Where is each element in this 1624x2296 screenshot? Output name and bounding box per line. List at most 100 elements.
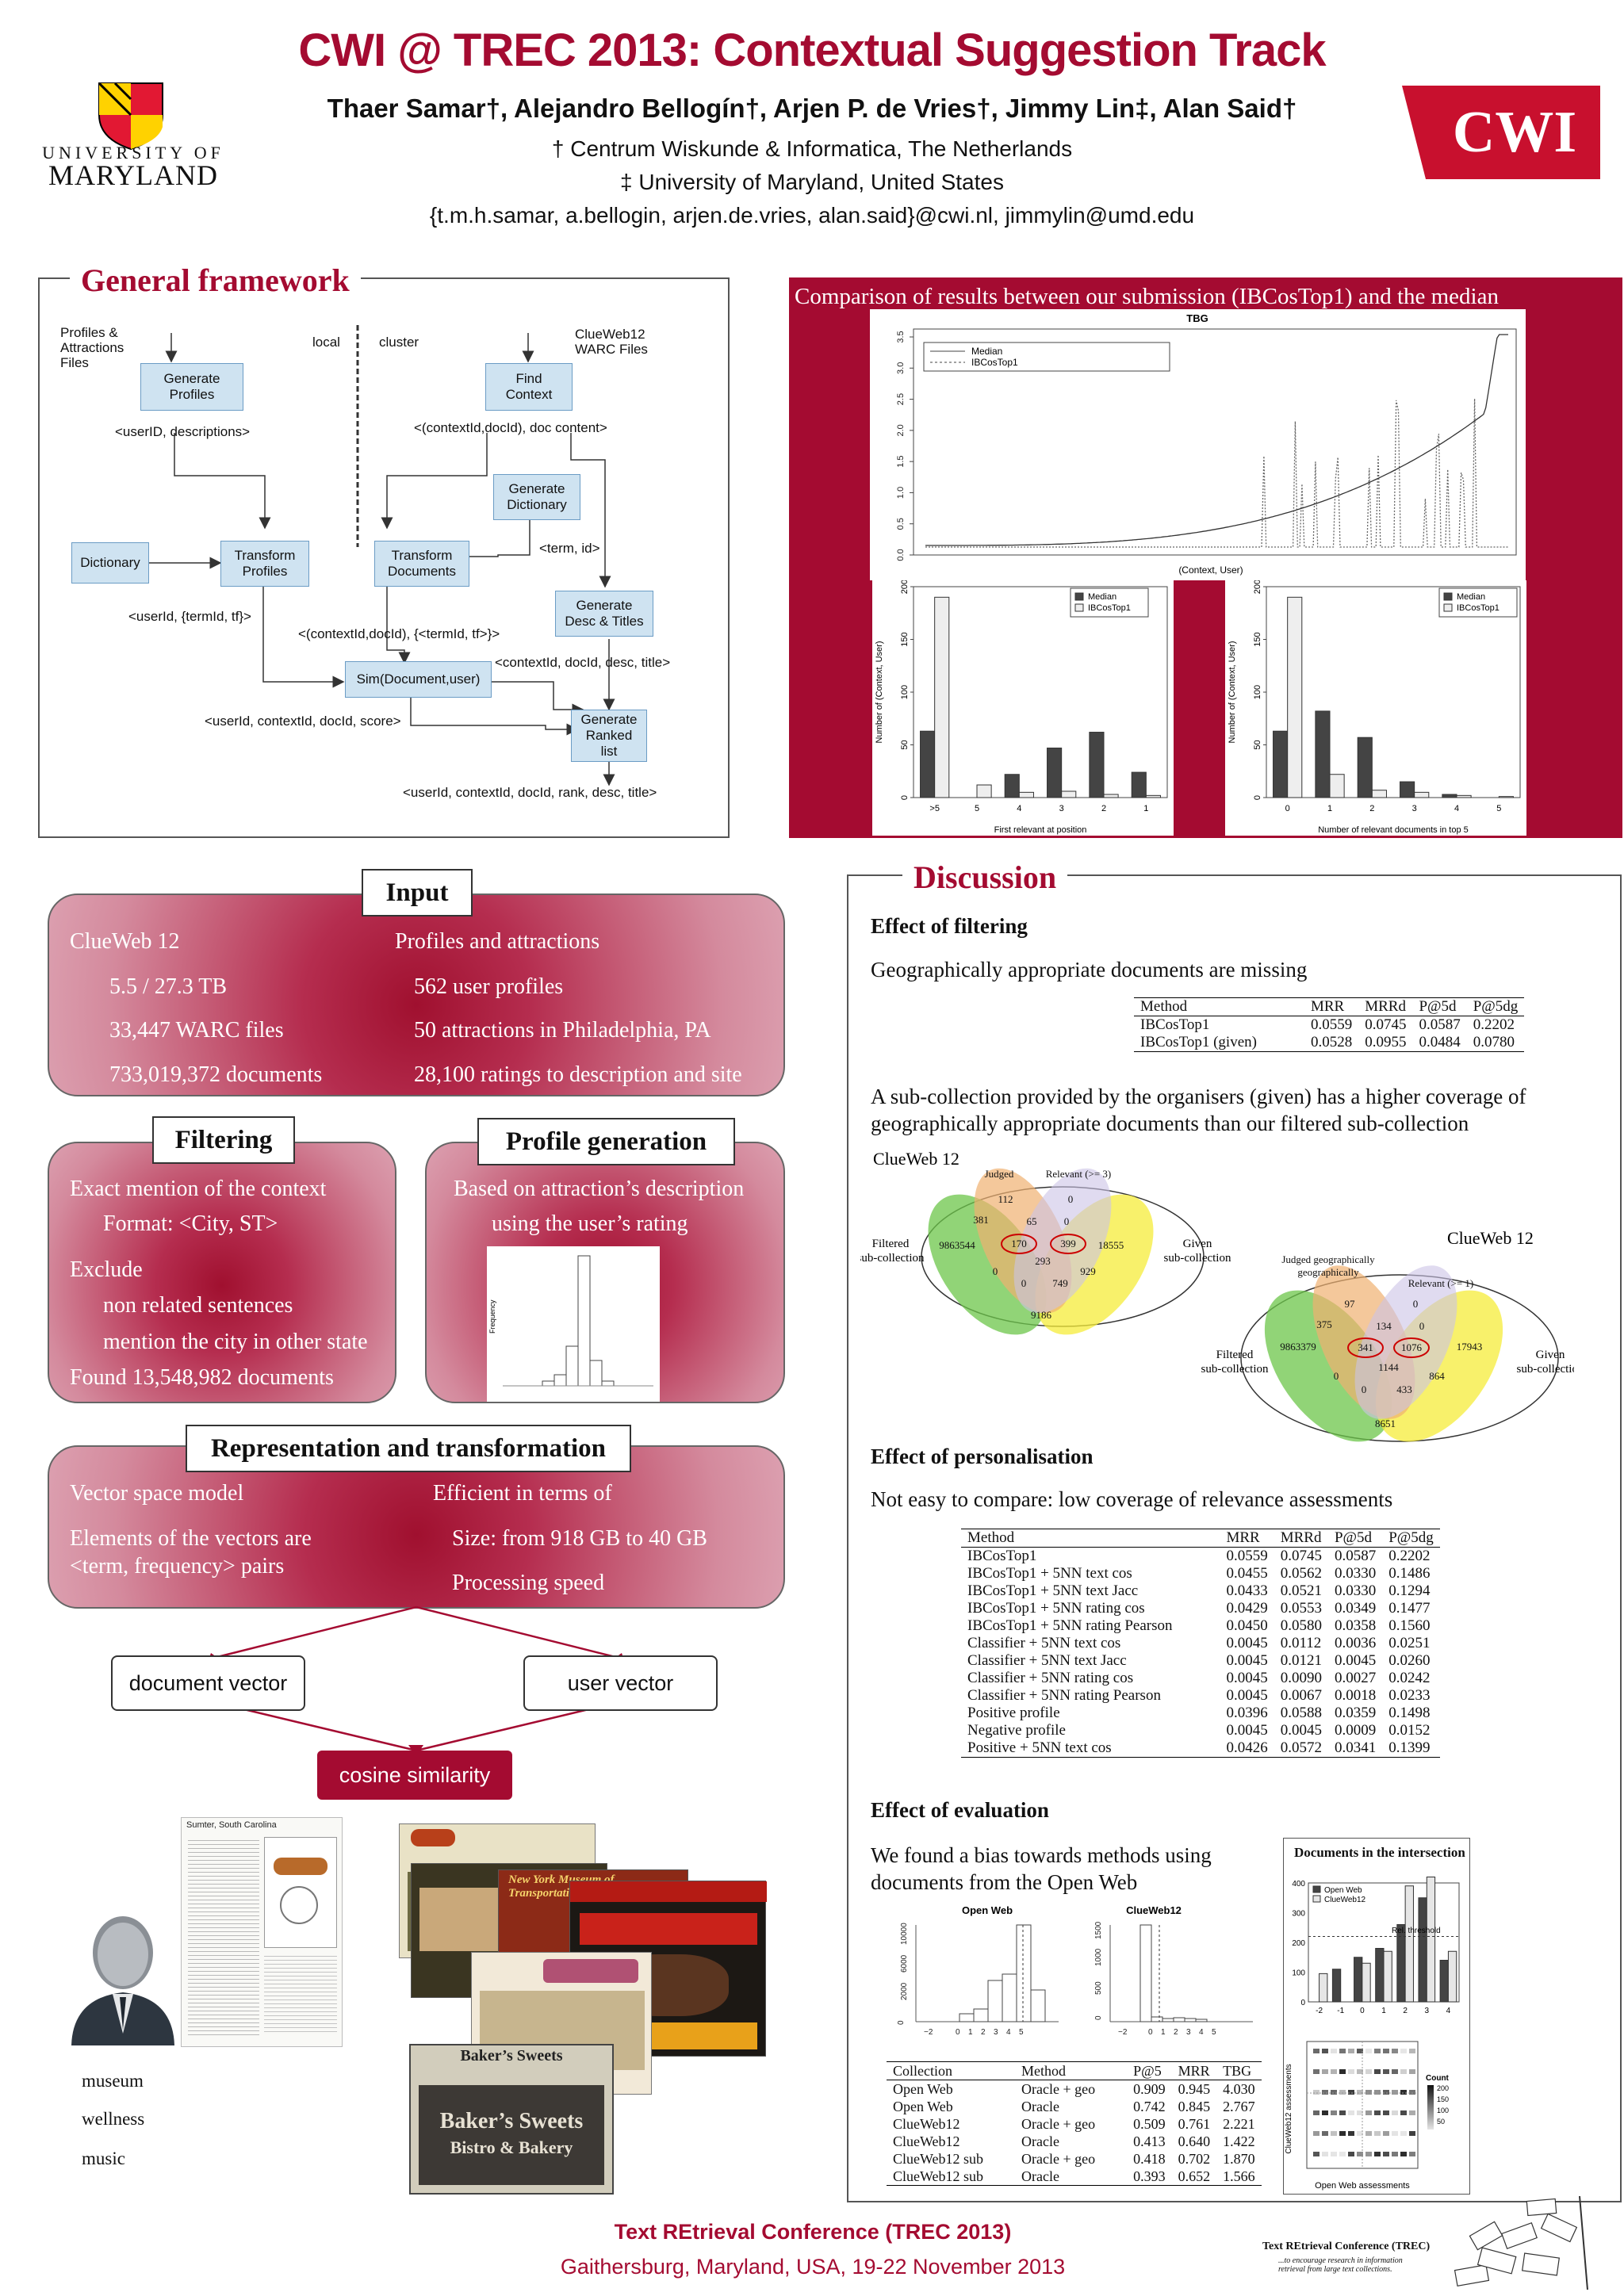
framework-panel [38, 277, 730, 838]
venn1-v1: 0 [1068, 1193, 1074, 1205]
table-cell: 0.0260 [1388, 1652, 1431, 1669]
xtick-label: 2 [1101, 804, 1106, 813]
t3-h-method: Method [1021, 2063, 1067, 2079]
venn2-v11: 864 [1429, 1370, 1445, 1382]
xtick-label: -1 [1337, 2007, 1344, 2015]
profile-generation-title: Profile generation [477, 1118, 735, 1165]
generate-desc-box: Generate Desc & Titles [555, 591, 653, 637]
xtick-label: 5 [975, 804, 979, 813]
ytick-label: 0 [900, 795, 910, 800]
t1-r1-p5d: 0.0484 [1419, 1034, 1461, 1050]
sim-box: Sim(Document,user) [345, 661, 492, 698]
filtering-line-0: Exact mention of the context [70, 1177, 327, 1201]
intersection-title: Documents in the intersection [1294, 1845, 1465, 1861]
x-axis-label: First relevant at position [994, 825, 1087, 835]
userid-score-label: <userId, contextId, docId, score> [205, 714, 401, 729]
bar [1400, 781, 1415, 798]
bar [1004, 774, 1020, 798]
table-cell: Oracle + geo [1021, 2116, 1096, 2132]
table-cell: 0.652 [1178, 2168, 1211, 2184]
table-cell: Classifier + 5NN rating cos [967, 1670, 1134, 1686]
heatmap-count-label: Count [1426, 2074, 1450, 2083]
table-cell: 0.1477 [1388, 1600, 1431, 1617]
table-cell: 0.0330 [1334, 1565, 1377, 1582]
table-cell: 0.0027 [1334, 1670, 1377, 1686]
tbg-ytick: 1.5 [896, 455, 906, 467]
bar [1319, 1973, 1328, 2003]
input-left-1: 5.5 / 27.3 TB [109, 974, 228, 999]
y-axis-label: Number of (Context, User) [1228, 641, 1237, 744]
svg-text:2000: 2000 [900, 1982, 909, 2000]
venn-diagram-1: ClueWeb 12 Judged Relevant (>= 3) 112 0 … [860, 1149, 1231, 1335]
table-cell: 0.0349 [1334, 1600, 1377, 1617]
user-avatar-icon [71, 1916, 174, 2045]
footer-conference: Text REtrieval Conference (TREC 2013) [614, 2220, 1012, 2244]
table-cell: Positive profile [967, 1705, 1060, 1721]
table-cell: Open Web [893, 2099, 953, 2114]
bar [1103, 794, 1119, 798]
table-cell: 0.640 [1178, 2133, 1211, 2149]
svg-text:Given: Given [1536, 1349, 1565, 1361]
framework-title: General framework [70, 262, 361, 299]
bakers-banner: Baker’s Sweets [439, 2109, 584, 2133]
table-cell: 0.742 [1133, 2099, 1166, 2114]
venn2-v9: 1144 [1378, 1361, 1399, 1373]
open-web-hist-title: Open Web [962, 1904, 1013, 1916]
wiki-page-title: Sumter, South Carolina [186, 1820, 277, 1830]
trec-logo-text: Text REtrieval Conference (TREC) [1262, 2241, 1431, 2252]
t3-h-tbg: TBG [1223, 2063, 1252, 2079]
repr-right-0: Efficient in terms of [433, 1481, 612, 1506]
ytick-label: 150 [900, 632, 910, 646]
table-cell: 0.0045 [1226, 1687, 1268, 1704]
tag-music: music [82, 2149, 125, 2168]
svg-text:1: 1 [1161, 2028, 1166, 2037]
bar [1357, 737, 1373, 798]
table-cell: 0.0045 [1226, 1722, 1268, 1739]
svg-text:sub-collection: sub-collection [1201, 1363, 1269, 1376]
table-cell: 0.1486 [1388, 1565, 1431, 1582]
table-cell: 0.0242 [1388, 1670, 1431, 1686]
repr-left-0: Vector space model [70, 1481, 244, 1506]
cwi-logo: CWI [1402, 86, 1600, 179]
svg-text:geographically: geographically [1297, 1266, 1359, 1278]
table-cell: 0.418 [1133, 2151, 1166, 2167]
table-cell: 0.0562 [1280, 1565, 1322, 1582]
t3-h-p5: P@5 [1133, 2063, 1162, 2079]
tbg-ytick: 1.0 [896, 487, 906, 499]
repr-right-2: Processing speed [452, 1571, 605, 1595]
table-cell: Oracle [1021, 2133, 1060, 2149]
venn2-v8: 17943 [1457, 1341, 1483, 1353]
trec-logo-subtext: ...to encourage research in information … [1278, 2256, 1403, 2274]
svg-text:sub-collection: sub-collection [1517, 1363, 1574, 1376]
heatmap-xlabel: Open Web assessments [1315, 2181, 1410, 2191]
venn2-v2: 375 [1316, 1318, 1332, 1330]
xtick-label: 4 [1017, 804, 1021, 813]
venn2-v0: 97 [1345, 1298, 1356, 1310]
tbg-ytick: 0.5 [896, 518, 906, 530]
t1-r0-mrrd: 0.0745 [1365, 1016, 1407, 1033]
table-cell: 0.0036 [1334, 1635, 1377, 1651]
tbg-chart: TBG 0.00.51.01.52.02.53.03.5 Median IBCo… [870, 309, 1526, 580]
table-cell: Classifier + 5NN text cos [967, 1635, 1121, 1651]
venn2-v1: 0 [1413, 1298, 1419, 1310]
footer-location: Gaithersburg, Maryland, USA, 19-22 Novem… [560, 2255, 1066, 2279]
repr-left-2: <term, frequency> pairs [70, 1554, 285, 1578]
personalisation-text: Not easy to compare: low coverage of rel… [871, 1487, 1393, 1511]
evaluation-text-2: documents from the Open Web [871, 1870, 1138, 1894]
table-cell: 0.0067 [1280, 1687, 1322, 1704]
bar [1354, 1957, 1363, 2003]
table-cell: ClueWeb12 sub [893, 2168, 984, 2184]
t2-h-mrr: MRR [1226, 1529, 1260, 1546]
svg-text:2: 2 [981, 2028, 986, 2037]
table-cell: 0.945 [1178, 2081, 1211, 2097]
xtick-label: 1 [1327, 804, 1332, 813]
tbg-ytick: 3.0 [896, 362, 906, 374]
umd-shield-icon [98, 82, 163, 151]
evaluation-text-1: We found a bias towards methods using [871, 1843, 1212, 1867]
tbg-ytick: 2.0 [896, 424, 906, 436]
table-cell: Negative profile [967, 1722, 1066, 1739]
